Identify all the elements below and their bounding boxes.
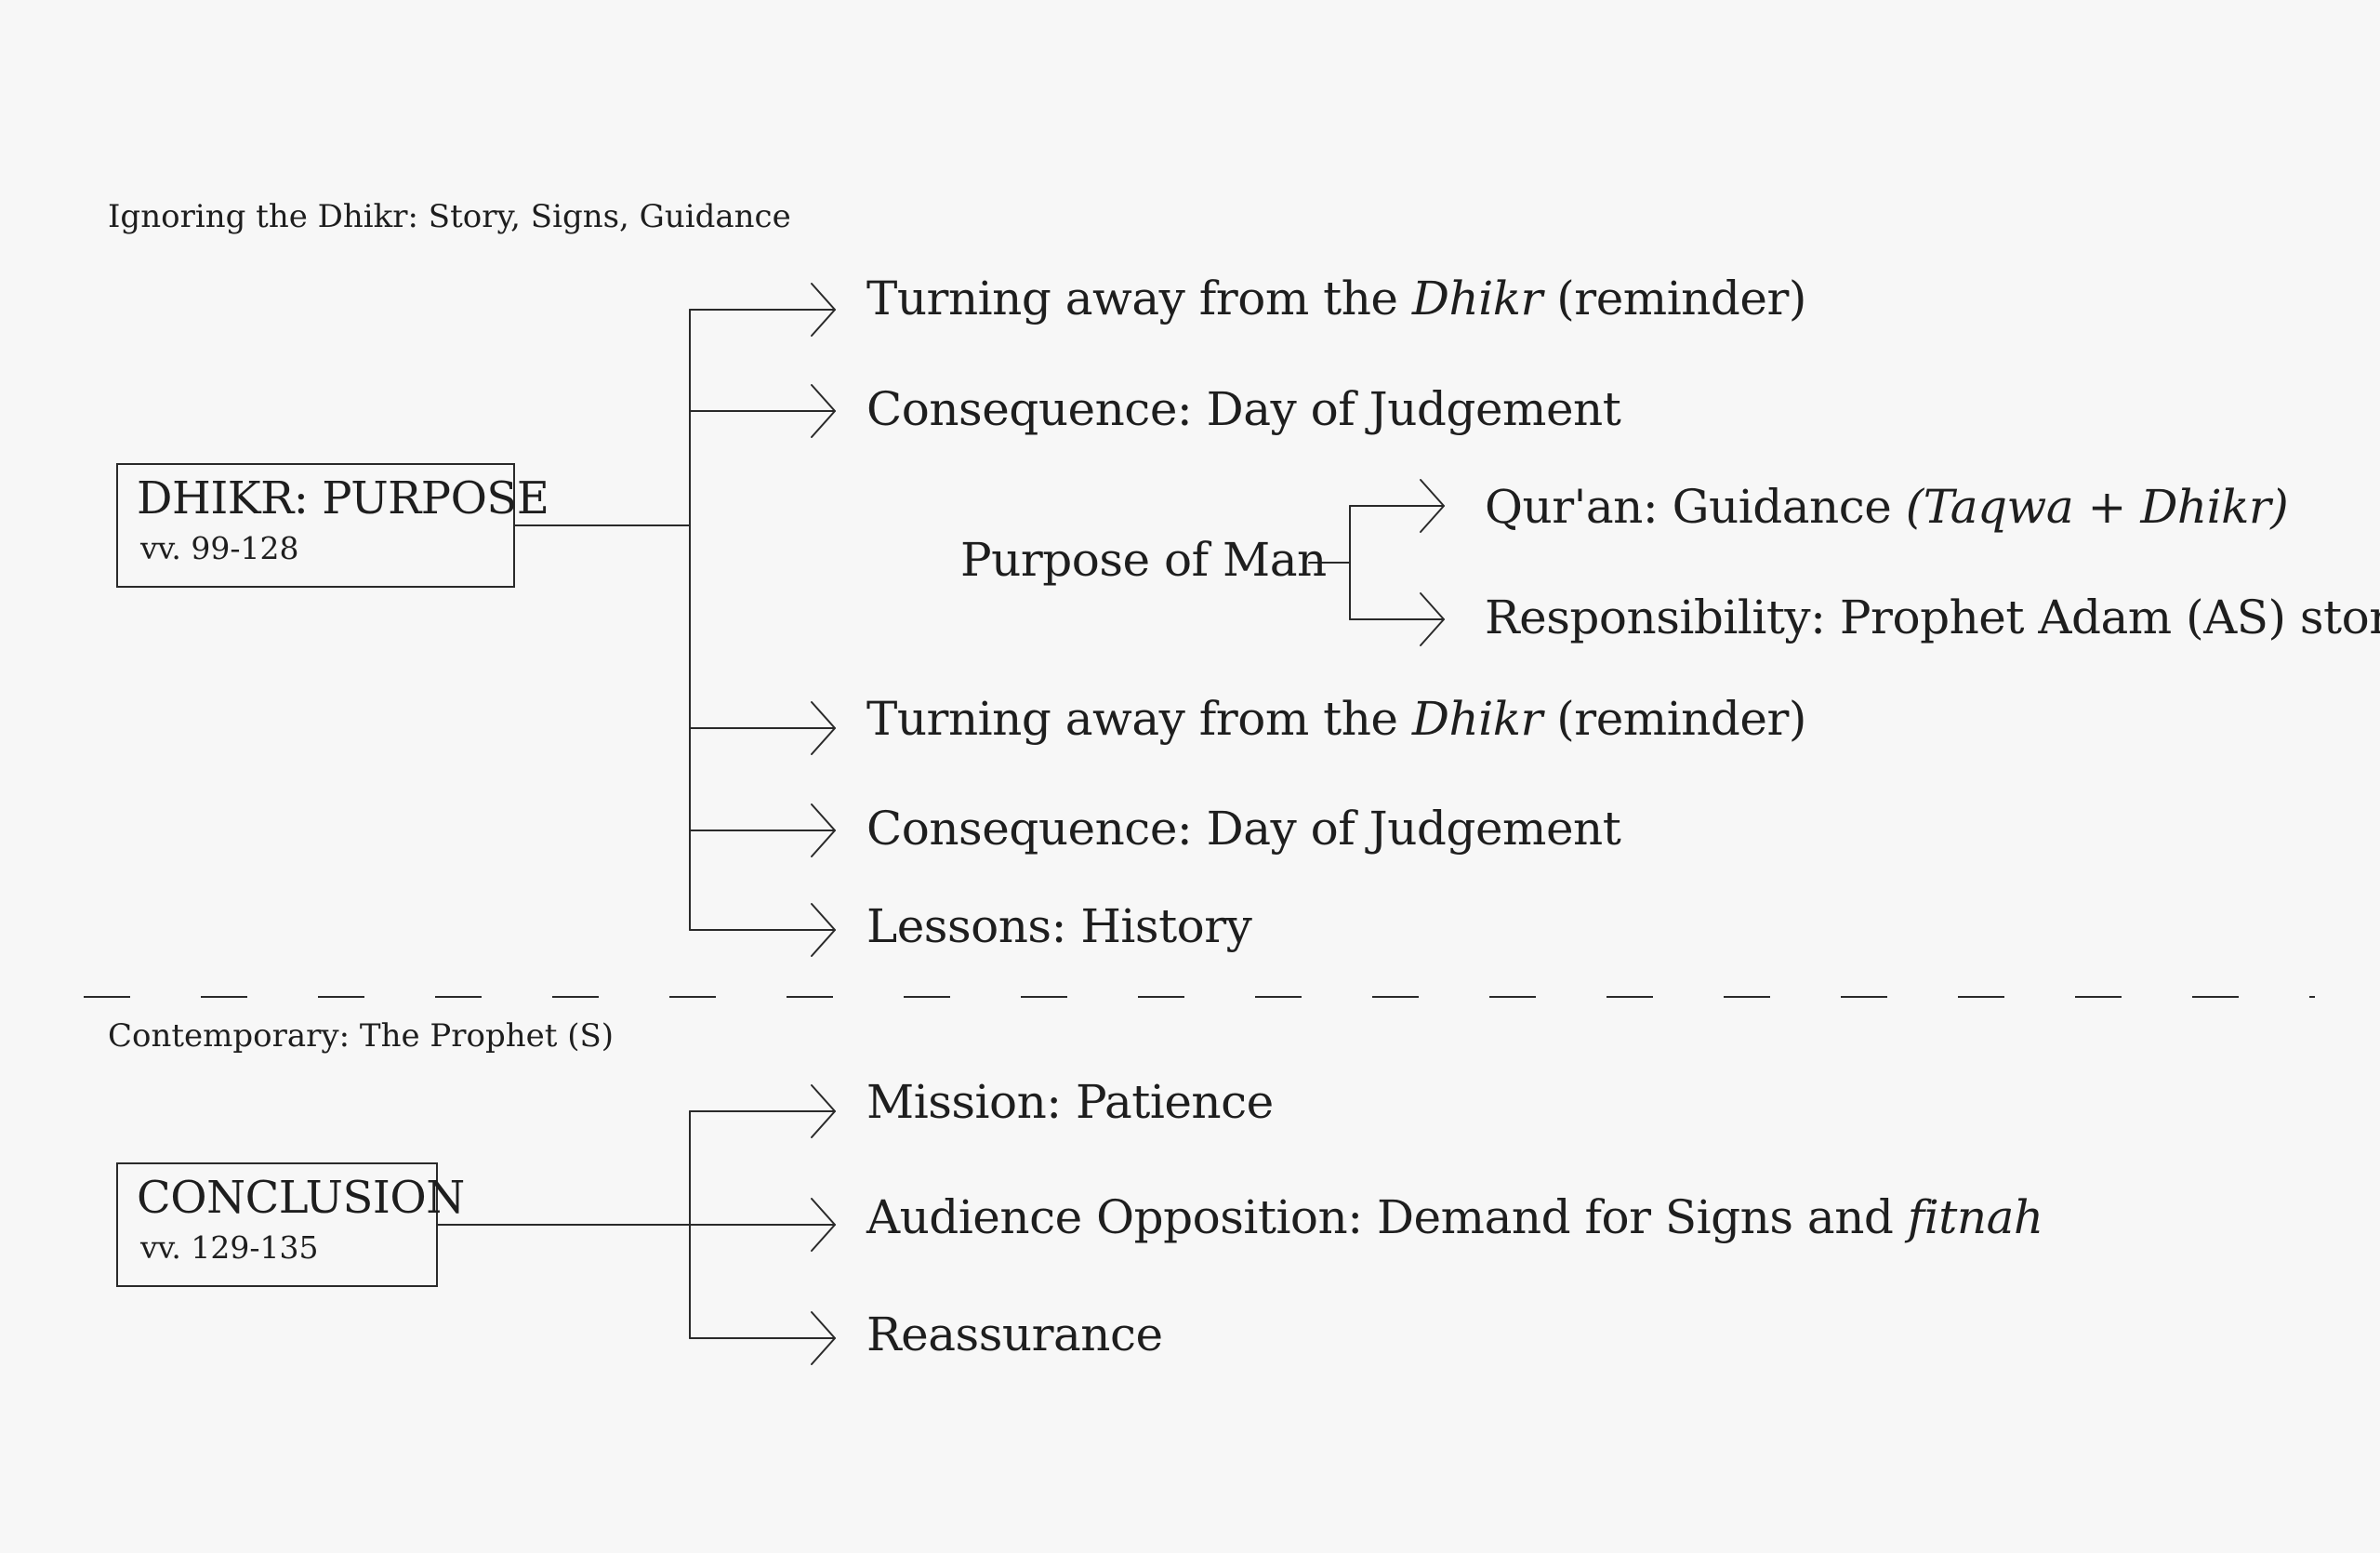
connector-purpose-sub-1 [1349,479,1445,533]
item-audience-opposition: Audience Opposition: Demand for Signs an… [866,1190,2043,1244]
connector-dhikr-branch-1 [689,283,836,337]
node-conclusion-verses: vv. 129-135 [140,1229,319,1266]
item-quran-guidance-emphasis: (Taqwa + Dhikr) [1905,480,2289,534]
item-mission-patience: Mission: Patience [866,1075,1274,1129]
item-consequence-2: Consequence: Day of Judgement [866,802,1621,856]
item-responsibility: Responsibility: Prophet Adam (AS) story [1485,591,2380,644]
item-audience-opposition-emphasis: fitnah [1907,1190,2043,1244]
connector-purpose-sub-2 [1349,592,1445,646]
connector-dhikr-branch-5 [689,903,836,957]
connector-conclusion-branch-3 [689,1311,836,1365]
item-purpose-of-man: Purpose of Man [960,533,1327,587]
node-dhikr-purpose-verses: vv. 99-128 [140,530,299,566]
connector-dhikr-branch-4 [689,803,836,857]
node-conclusion: CONCLUSION vv. 129-135 [116,1162,465,1287]
item-turning-away-1-emphasis: Dhikr [1411,272,1542,325]
section-label-contemporary: Contemporary: The Prophet (S) [108,1017,615,1055]
item-lessons-history: Lessons: History [866,899,1252,953]
item-turning-away-2-emphasis: Dhikr [1411,692,1542,746]
item-turning-away-1: Turning away from the Dhikr (reminder) [866,272,1806,325]
item-turning-away-2: Turning away from the Dhikr (reminder) [866,692,1806,746]
node-dhikr-purpose-title: DHIKR: PURPOSE [137,472,549,524]
item-consequence-1: Consequence: Day of Judgement [866,382,1621,436]
node-conclusion-title: CONCLUSION [137,1172,465,1224]
item-quran-guidance: Qur'an: Guidance (Taqwa + Dhikr) [1485,480,2289,534]
connector-conclusion-branch-2 [689,1198,836,1252]
item-reassurance: Reassurance [866,1307,1163,1361]
section-label-ignoring-dhikr: Ignoring the Dhikr: Story, Signs, Guidan… [108,198,791,235]
connector-dhikr-branch-2 [689,384,836,438]
node-dhikr-purpose: DHIKR: PURPOSE vv. 99-128 [116,463,549,588]
connector-conclusion-branch-1 [689,1084,836,1138]
connector-dhikr-branch-3 [689,701,836,755]
